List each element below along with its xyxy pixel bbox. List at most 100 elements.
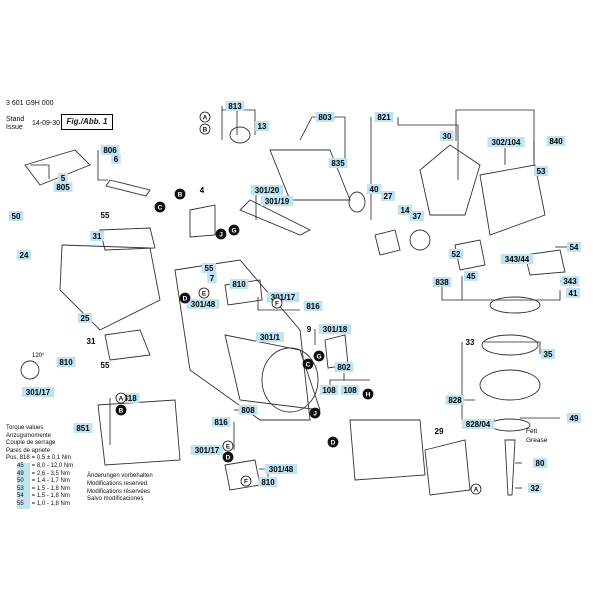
marker-circle	[199, 111, 211, 123]
part-number-302-104: 302/104	[492, 138, 521, 147]
part-number-816: 816	[306, 302, 320, 311]
torque-pos: 54	[17, 493, 30, 501]
doc-number: 3 601 G9H 000	[6, 100, 54, 107]
marker-d: D	[183, 295, 188, 302]
marker-circle	[198, 287, 210, 299]
leader-lines	[30, 106, 570, 489]
marker-e: E	[202, 290, 207, 297]
part-number-55: 55	[101, 211, 110, 220]
part-number-27: 27	[384, 192, 393, 201]
part-number-37: 37	[413, 212, 422, 221]
marker-g: G	[316, 353, 321, 360]
marker-b: B	[119, 407, 124, 414]
marker-circle	[215, 228, 227, 240]
marker-b: B	[178, 191, 183, 198]
torque-pos: 53	[17, 485, 30, 494]
part-label-bg	[56, 357, 76, 367]
part-label-bg	[303, 301, 323, 311]
part-number-301-1: 301/1	[260, 333, 281, 342]
torque-row: 49 = 2,6 - 3,5 Nm	[6, 470, 73, 479]
torque-row: 50 = 1,4 - 1,7 Nm	[6, 478, 73, 486]
marker-circle	[222, 451, 234, 463]
torque-table: Torque values Anzugsmomente Couple de se…	[6, 425, 73, 509]
part-number-816: 816	[214, 418, 228, 427]
part-label-bg	[315, 112, 335, 122]
marker-f: F	[275, 300, 279, 307]
marker-circle	[313, 350, 325, 362]
part-label-bg	[120, 393, 140, 403]
part-number-810: 810	[261, 478, 275, 487]
part-label-bg	[319, 385, 339, 395]
part-number-33: 33	[466, 338, 475, 347]
part-number-24: 24	[20, 251, 29, 260]
marker-d: D	[331, 439, 336, 446]
part-number-41: 41	[569, 289, 578, 298]
part-label-bg	[445, 395, 465, 405]
part-label-bg	[463, 271, 479, 281]
torque-value: = 1,5 - 1,8 Nm	[30, 485, 70, 492]
note-en: Modifications reserved	[87, 480, 148, 487]
torque-heading-de: Anzugsmomente	[6, 432, 52, 439]
part-label-bg	[225, 101, 245, 111]
part-label-bg	[439, 131, 455, 141]
part-label-bg	[328, 158, 348, 168]
part-label-bg	[340, 385, 360, 395]
part-number-29: 29	[435, 427, 444, 436]
part-number-52: 52	[452, 250, 461, 259]
marker-circle	[362, 388, 374, 400]
part-number-821: 821	[377, 113, 391, 122]
part-label-bg	[77, 313, 93, 323]
part-label-bg	[186, 299, 220, 309]
torque-pos: 55	[17, 500, 30, 509]
torque-heading-fr: Couple de serrage	[6, 440, 56, 447]
marker-circle	[222, 440, 234, 452]
part-number-810: 810	[59, 358, 73, 367]
part-number-55: 55	[101, 361, 110, 370]
torque-row: 54 = 1,5 - 1,8 Nm	[6, 493, 73, 501]
marker-circle	[228, 224, 240, 236]
issue-date: 14-09-30	[32, 120, 61, 127]
torque-heading-es: Pares de apriete	[6, 447, 51, 454]
part-number-32: 32	[531, 484, 540, 493]
part-number-803: 803	[318, 113, 332, 122]
part-number-851: 851	[76, 424, 90, 433]
part-label-bg	[409, 211, 425, 221]
part-number-828-04: 828/04	[466, 420, 491, 429]
part-number-808: 808	[241, 406, 255, 415]
part-label-bg	[8, 211, 24, 221]
part-number-30: 30	[443, 132, 452, 141]
marker-circle	[154, 201, 166, 213]
part-label-bg	[374, 112, 394, 122]
part-label-bg	[260, 196, 294, 206]
part-label-bg	[532, 458, 548, 468]
part-label-bg	[58, 173, 68, 183]
part-number-50: 50	[12, 212, 21, 221]
part-number-301-20: 301/20	[255, 186, 280, 195]
part-label-bg	[238, 405, 258, 415]
marker-a: A	[119, 395, 124, 402]
part-number-301-17: 301/17	[26, 388, 51, 397]
part-label-bg	[211, 417, 231, 427]
part-label-bg	[448, 249, 464, 259]
part-label-bg	[250, 185, 284, 195]
note-fr: Modifications réservées	[87, 488, 151, 495]
part-number-108: 108	[322, 386, 336, 395]
part-label-bg	[500, 254, 534, 264]
part-number-13: 13	[258, 122, 267, 131]
marker-circle	[179, 292, 191, 304]
part-label-bg	[565, 288, 581, 298]
part-label-bg	[53, 182, 73, 192]
part-label-bg	[89, 231, 105, 241]
part-label-bg	[318, 324, 352, 334]
torque-pos: 49	[17, 470, 30, 479]
marker-circle	[174, 188, 186, 200]
part-label-bg	[566, 413, 582, 423]
part-label-bg	[258, 477, 278, 487]
marker-circle	[309, 407, 321, 419]
torque-value: = 0,5 ± 0,1 Nm	[30, 455, 72, 462]
torque-value: = 1,0 - 1,8 Nm	[30, 500, 70, 507]
part-number-31: 31	[87, 337, 96, 346]
